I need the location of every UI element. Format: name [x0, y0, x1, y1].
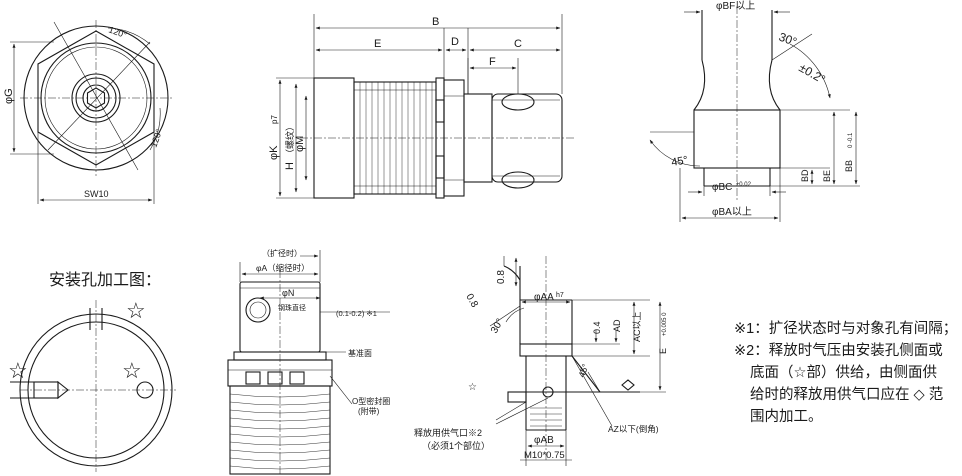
label-az: AZ以下(倒角) [608, 424, 659, 434]
label-expand: （扩径时） [262, 248, 302, 258]
notes-block: ※1：扩径状态时与对象孔有间隔； ※2：释放时气压由安装孔侧面或 底面（☆部）供… [734, 318, 957, 428]
label-f: F [489, 56, 496, 68]
label-k-tol: p7 [270, 115, 279, 124]
label-ad: AD [612, 319, 622, 332]
star-mark: ☆ [122, 358, 142, 383]
label-ac: AC以上 [632, 311, 642, 342]
label-m10: M10*0.75 [524, 450, 565, 461]
label-0-4: 0.4 [592, 321, 602, 334]
label-be: BE [822, 170, 832, 182]
hole-drawing-title: 安装孔加工图： [49, 272, 162, 289]
star-mark: ☆ [468, 382, 477, 393]
label-bb-tol: 0 -0.1 [848, 132, 854, 148]
label-angle-right: 120° [148, 127, 164, 148]
label-datum: 基准面 [348, 348, 372, 358]
label-30: 30° [489, 317, 506, 336]
note-line: ※2：释放时气压由安装孔侧面或 [734, 343, 943, 359]
label-gap: (0.1-0.2) ※1 [336, 309, 377, 318]
note-line: ※1：扩径状态时与对象孔有间隔； [734, 321, 958, 337]
label-oring-sub: (附带) [358, 406, 380, 416]
label-e-tol: +0.005 0 [662, 312, 668, 336]
label-bb: BB [844, 160, 854, 172]
label-ba: φBA以上 [712, 206, 752, 218]
label-port: 释放用供气口※2 [414, 427, 482, 438]
label-0-8a: 0.8 [496, 270, 507, 284]
label-ab: φAB [534, 435, 554, 446]
label-port-sub: （必须1个部位） [422, 440, 490, 451]
label-oring: O型密封圈 [352, 396, 390, 406]
star-mark: ☆ [8, 358, 28, 383]
hole-section-view [489, 256, 666, 466]
hole-circle-view [10, 300, 176, 472]
note-line: 给时的释放用供气口应在 ◇ 范 [750, 387, 944, 403]
label-c: C [514, 38, 522, 50]
label-m: φM [294, 136, 306, 152]
label-bc: φBC [712, 182, 732, 193]
star-mark: ☆ [126, 298, 146, 323]
label-aa-tol: h7 [556, 292, 564, 299]
label-bc-tol: ±0.02 [736, 182, 752, 188]
label-h: H [284, 162, 296, 170]
label-h-sub: （螺纹） [284, 122, 295, 158]
label-aa: φAA [534, 292, 554, 303]
label-dia-n: φN [282, 288, 294, 298]
label-angle30: 30° [777, 30, 799, 49]
side-view [276, 14, 575, 199]
note-line: 围内加工。 [750, 409, 823, 425]
note-line: 底面（☆部）供给，由侧面供 [750, 365, 937, 381]
detail-view [649, 6, 860, 222]
label-ball: 钢珠直径 [278, 303, 306, 312]
label-dia-a: φA（缩径时） [256, 263, 310, 273]
label-d: D [451, 36, 459, 48]
label-b: B [432, 16, 439, 28]
label-angle45: 45° [670, 154, 688, 169]
label-sw: SW10 [84, 189, 109, 199]
label-k: φK [268, 145, 280, 160]
label-bf: φBF以上 [716, 0, 755, 12]
front-view [10, 20, 172, 204]
label-45: 45° [576, 362, 590, 379]
label-0-8b: 0.8 [463, 292, 480, 310]
label-e: E [374, 38, 381, 50]
label-bd: BD [800, 169, 810, 182]
label-e2: E [658, 348, 668, 354]
label-angle-top: 120° [107, 24, 128, 40]
install-view [227, 250, 390, 476]
label-dia-g: φG [3, 88, 15, 104]
drawing-labels: 120° 120° φG SW10 B E D C F φK p7 H （螺纹）… [3, 0, 854, 461]
label-angle-tol: ±0.2° [797, 60, 828, 86]
